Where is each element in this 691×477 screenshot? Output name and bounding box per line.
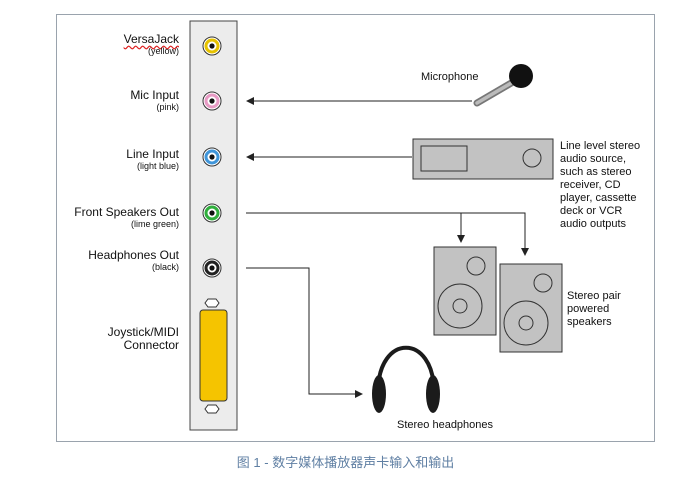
jack-ring-headphones	[204, 260, 220, 276]
line-source-text: audio source,	[560, 153, 627, 165]
jack-versajack	[202, 36, 222, 56]
speakers-text: powered	[567, 303, 610, 315]
connector-label-line2: Connector	[123, 338, 179, 352]
speaker-wire-right	[461, 212, 529, 256]
jack-ring-versajack	[204, 38, 220, 54]
port-label-headphones-out: Headphones Out (black)	[88, 249, 179, 273]
port-label-front-speakers: Front Speakers Out (lime green)	[74, 206, 179, 230]
jack-ring-line	[204, 149, 220, 165]
speakers-text: speakers	[567, 316, 612, 328]
port-label-line-input: Line Input (light blue)	[126, 148, 179, 172]
headphones-wire	[246, 267, 363, 398]
line-source-text: player, cassette	[560, 192, 637, 204]
port-color: (pink)	[156, 102, 179, 112]
jack-ring-speakers	[204, 205, 220, 221]
jack-ring-mic	[204, 93, 220, 109]
joystick-midi-connector	[199, 298, 228, 414]
connector-label: Joystick/MIDI Connector	[108, 326, 179, 352]
line-source-text: deck or VCR	[560, 205, 623, 217]
line-source-text: audio outputs	[560, 218, 627, 230]
speakers-text: Stereo pair	[567, 290, 621, 302]
port-color: (yellow)	[147, 46, 179, 56]
microphone-icon	[473, 64, 533, 107]
speaker-wire-left	[246, 212, 465, 243]
line-source-text: receiver, CD	[560, 179, 621, 191]
stereo-source-icon	[412, 138, 554, 180]
speakers-label: Stereo pair powered speakers	[567, 290, 621, 329]
port-name: Front Speakers Out	[74, 205, 179, 219]
port-name: Headphones Out	[88, 248, 179, 262]
figure-caption: 图 1 - 数字媒体播放器声卡输入和输出	[236, 455, 455, 470]
diagram-frame	[56, 14, 655, 442]
connector-label-line1: Joystick/MIDI	[107, 325, 179, 339]
port-label-versajack: VersaJack (yellow)	[124, 33, 179, 57]
port-color: (light blue)	[136, 161, 179, 171]
speaker-right-icon	[499, 263, 563, 353]
line-source-text: such as stereo	[560, 166, 632, 178]
jack-headphones-out	[202, 258, 222, 278]
port-color: (lime green)	[130, 219, 179, 229]
line-source-label: Line level stereo audio source, such as …	[560, 140, 640, 231]
microphone-label: Microphone	[421, 71, 479, 83]
port-name: VersaJack	[123, 32, 179, 46]
port-label-mic-input: Mic Input (pink)	[130, 89, 179, 113]
jack-line-input	[202, 147, 222, 167]
headphones-label: Stereo headphones	[397, 419, 494, 431]
headphones-icon	[372, 345, 440, 413]
jack-front-speakers-out	[202, 203, 222, 223]
port-name: Line Input	[126, 147, 179, 161]
speaker-left-icon	[433, 246, 497, 336]
port-name: Mic Input	[130, 88, 179, 102]
line-source-text: Line level stereo	[560, 140, 641, 152]
jack-mic-input	[202, 91, 222, 111]
port-color: (black)	[151, 262, 179, 272]
